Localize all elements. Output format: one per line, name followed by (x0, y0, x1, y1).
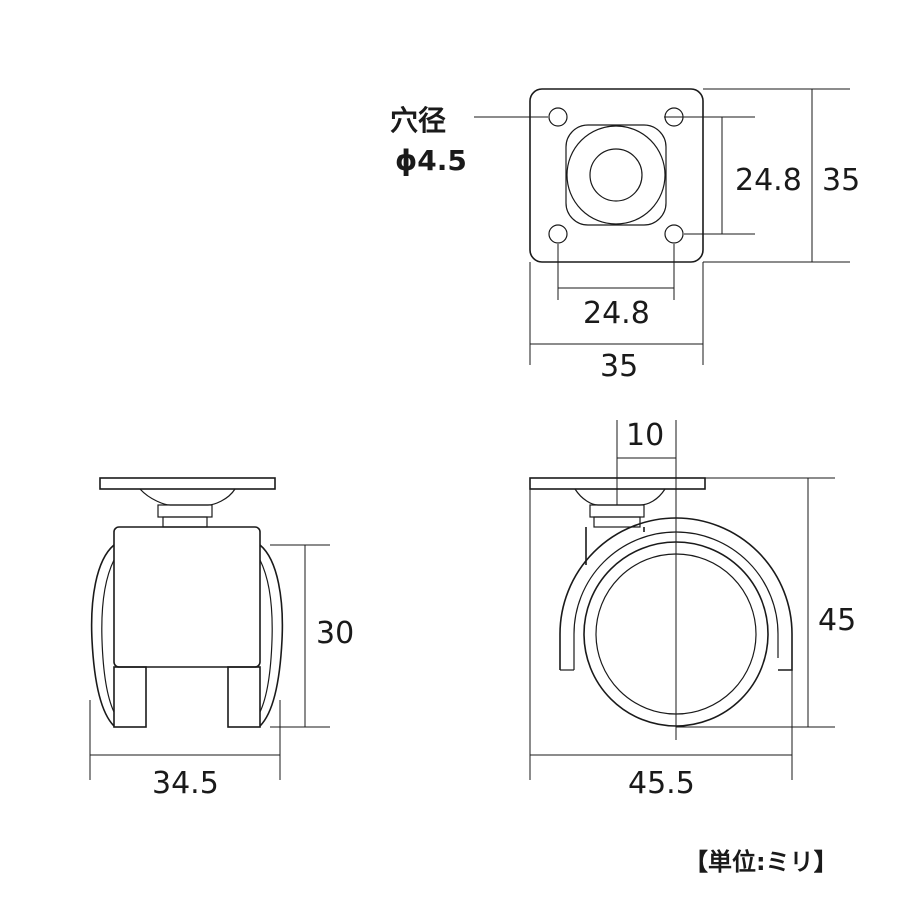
dim-plate-width: 35 (600, 349, 638, 384)
dim-overall-length: 45.5 (628, 766, 695, 801)
side-stem (589, 504, 645, 518)
front-wheel-left (90, 544, 115, 727)
front-stem-ring (162, 516, 208, 528)
mount-hole-top-left (548, 107, 568, 127)
front-leg-right (227, 666, 261, 728)
dim-hole-spacing-vertical: 24.8 (735, 163, 802, 198)
dim-offset: 10 (626, 418, 664, 453)
mount-hole-bottom-left (548, 224, 568, 244)
dim-plate-height: 35 (822, 163, 860, 198)
dim-overall-height: 45 (818, 603, 856, 638)
side-stem-ring (593, 516, 641, 528)
dim-hole-spacing-horizontal: 24.8 (583, 296, 650, 331)
hole-note-line1: 穴径 (390, 104, 446, 137)
plate-boss-square (565, 124, 667, 226)
side-view: 10 45 45.5 (529, 418, 856, 801)
dim-overall-width: 34.5 (152, 766, 219, 801)
hole-note-line2: ϕ4.5 (395, 144, 467, 177)
front-stem (157, 504, 213, 518)
front-plate (99, 477, 276, 490)
top-view: 穴径 ϕ4.5 24.8 35 24.8 35 (390, 88, 860, 384)
front-wheel-right-inner (259, 559, 273, 713)
front-leg-left (113, 666, 147, 728)
unit-label: 【単位:ミリ】 (684, 848, 838, 876)
plate-stem-circle (589, 148, 643, 202)
plate-boss-outer-circle (566, 125, 666, 225)
side-swivel-collar (574, 488, 666, 506)
front-swivel-collar (139, 488, 236, 506)
dim-body-height: 30 (316, 616, 354, 651)
front-wheel-left-inner (101, 559, 115, 713)
mounting-plate-outline (529, 88, 704, 263)
front-body (113, 526, 261, 668)
front-wheel-right (259, 544, 284, 727)
side-hood-outer (559, 517, 793, 671)
front-view: 30 34.5 (89, 477, 354, 801)
mount-hole-bottom-right (664, 224, 684, 244)
